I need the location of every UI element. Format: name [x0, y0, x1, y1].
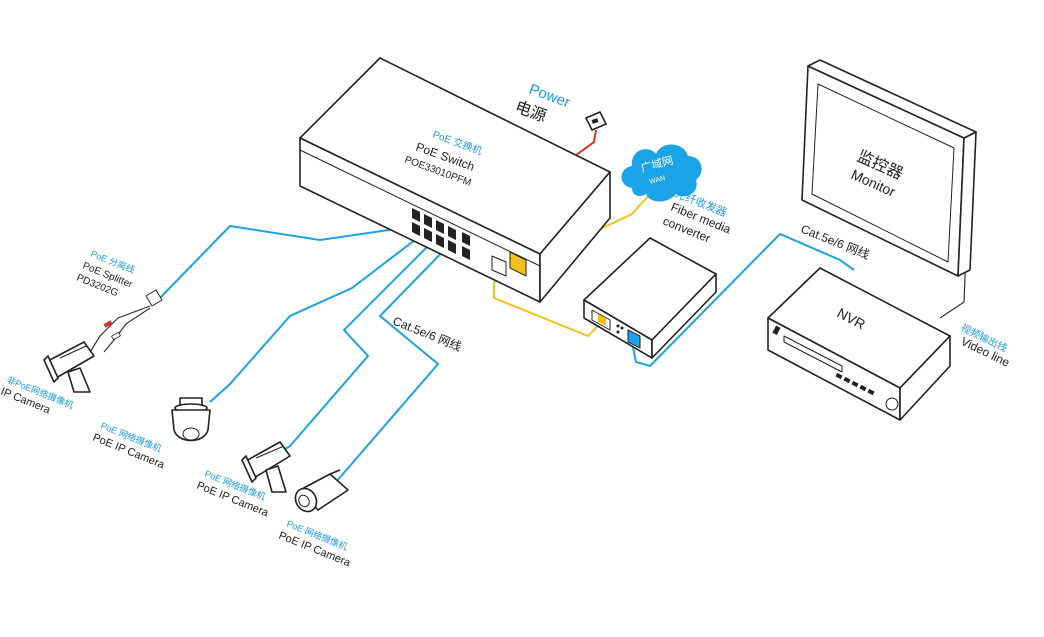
converter-side-face [651, 273, 717, 359]
fiber-media-converter: 光纤收发器 Fiber media converter [583, 186, 733, 359]
camera-poe-box: PoE 网络摄像机 PoE IP Camera [195, 441, 291, 520]
monitor-screen [811, 83, 955, 263]
switch-ports [412, 208, 470, 260]
converter-rj45-port [627, 329, 641, 349]
nvr-drive-bay [783, 335, 843, 373]
splitter-cable [157, 224, 417, 301]
monitor: 监控器 Monitor [801, 59, 977, 277]
cloud-icon [621, 144, 702, 202]
camera-poe-dome: PoE 网络摄像机 PoE IP Camera [91, 397, 211, 472]
switch-uplink-port [491, 255, 507, 277]
poe-splitter: PoE 分离线 PoE Splitter PD3202G [75, 248, 163, 341]
monitor-top-edge [807, 59, 977, 139]
camera-ip-nonpoe: 非PoE网络摄像机 IP Camera [0, 341, 95, 417]
nvr-power-knob [885, 397, 899, 411]
dome-camera-icon [171, 397, 211, 442]
bullet-camera-icon [294, 469, 349, 513]
wan-cloud: 广域网 WAN [621, 144, 702, 202]
splitter-icon [145, 289, 163, 307]
dome-camera-cable [209, 229, 429, 403]
nvr-network-cable [631, 232, 855, 368]
box-camera-icon [241, 441, 291, 493]
switch-front-bevel [299, 149, 541, 267]
bullet-camera-cable [335, 237, 457, 483]
box-camera-cable [279, 233, 441, 453]
power-outlet: Power 电源 [513, 81, 607, 131]
nvr-side-face [899, 335, 951, 421]
switch-side-face [539, 171, 611, 303]
splitter-camera-wire-b [103, 307, 151, 353]
splitter-camera-wire-a [89, 305, 151, 353]
nvr: NVR [767, 267, 951, 421]
wan-label-en: WAN [649, 175, 666, 186]
camera-poe-bullet: PoE 网络摄像机 PoE IP Camera [277, 469, 353, 570]
poe-switch: PoE 交换机 PoE Switch POE33010PFM [299, 57, 611, 303]
switch-fiber-port [509, 251, 527, 277]
nvr-buttons [835, 372, 875, 396]
bullet-camera-icon [43, 341, 95, 393]
